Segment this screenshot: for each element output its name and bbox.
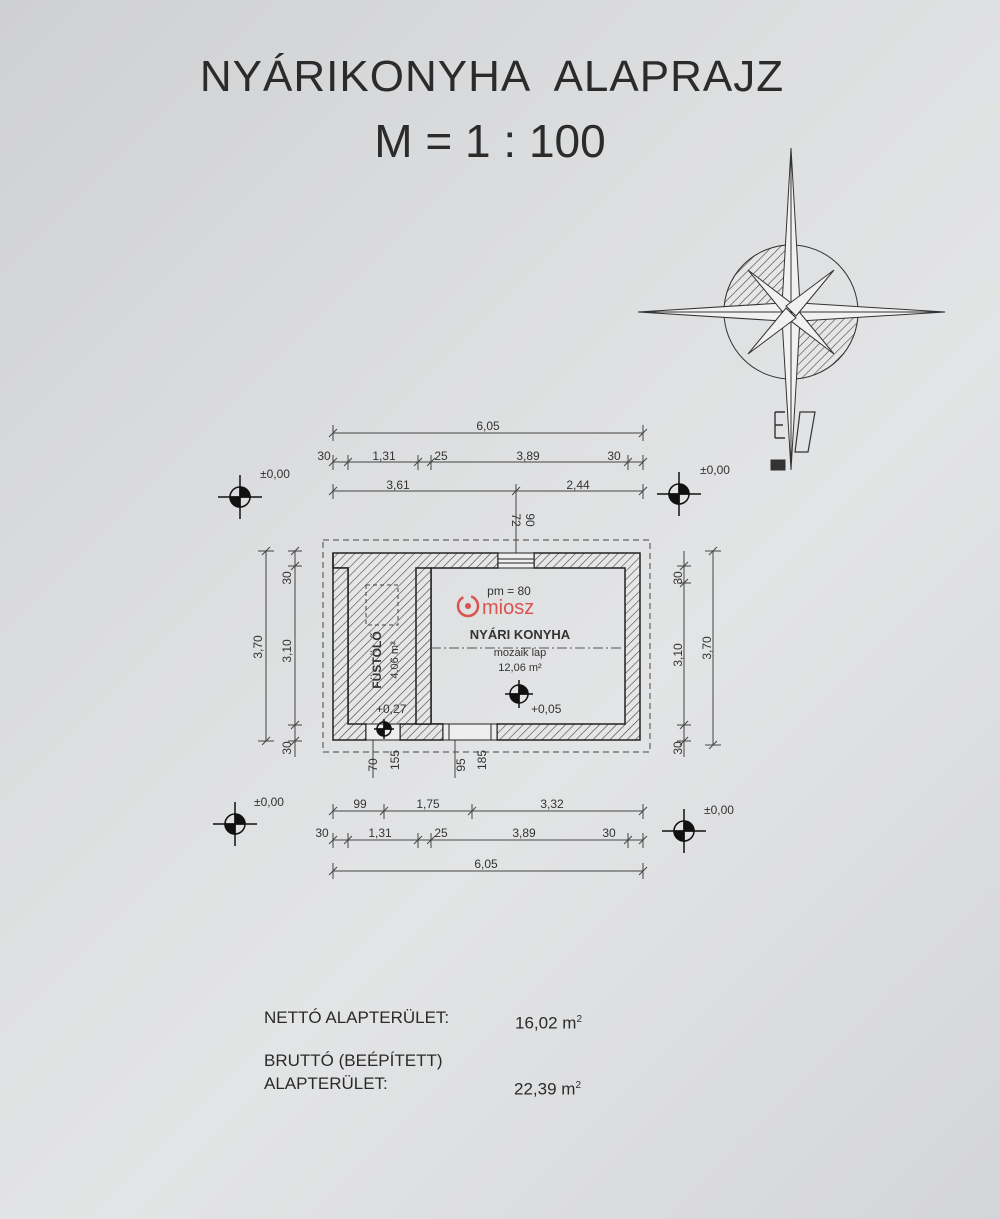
room-labels: FÜSTÖLŐ 4,06 m² pm = 80 NYÁRI KONYHA moz…: [369, 584, 571, 689]
dim-bot-r2-2: 25: [434, 826, 448, 840]
dim-top-r2-0: 3,61: [386, 478, 410, 492]
smoke-room-name: FÜSTÖLŐ: [369, 631, 384, 688]
level-tr: ±0,00: [700, 463, 730, 477]
net-area-label: NETTÓ ALAPTERÜLET:: [264, 1008, 450, 1027]
dim-bot-total: 6,05: [474, 857, 498, 871]
dim-top-r1-0: 30: [317, 449, 331, 463]
level-marker-icon: [218, 475, 262, 519]
kitchen-floor: mozaik lap: [494, 647, 547, 659]
miosz-logo: miosz: [456, 594, 534, 619]
watermark-text: miosz: [482, 597, 534, 619]
dim-window-1: 90: [523, 513, 537, 527]
dim-right-0: 30: [671, 571, 685, 585]
dim-left-2: 30: [280, 741, 294, 755]
dim-door-l-1: 155: [388, 750, 402, 770]
dimension-texts: 6,05 30 1,31 25 3,89 30 3,61 2,44 99 1,7…: [251, 419, 714, 871]
dim-door-l-0: 70: [366, 758, 380, 772]
plan-scale: M = 1 : 100: [374, 115, 606, 167]
dim-left-0: 30: [280, 571, 294, 585]
smoke-room-area: 4,06 m²: [389, 641, 401, 679]
dim-bot-r1-2: 3,32: [540, 797, 564, 811]
dim-bot-r2-3: 3,89: [512, 826, 536, 840]
level-markers: [213, 472, 706, 853]
level-marker-icon: [505, 680, 533, 708]
plan-title: NYÁRIKONYHA ALAPRAJZ: [199, 52, 785, 101]
dim-window-0: 72: [509, 513, 523, 527]
dim-bot-r2-0: 30: [315, 826, 329, 840]
net-area-value: 16,02 m2: [515, 1009, 582, 1035]
net-area-number: 16,02 m: [515, 1013, 577, 1033]
dim-top-total: 6,05: [476, 419, 500, 433]
dim-top-r1-4: 30: [607, 449, 621, 463]
gross-area-value: 22,39 m2: [514, 1075, 581, 1101]
dim-door-r-0: 95: [454, 758, 468, 772]
north-arrow-icon: [637, 147, 946, 471]
kitchen-pm: pm = 80: [487, 584, 531, 598]
level-marker-icon: [662, 809, 706, 853]
net-area-sup: 2: [576, 1014, 582, 1025]
level-marker-icon: [374, 719, 394, 739]
level-smoke: +0,27: [376, 702, 407, 716]
kitchen-area: 12,06 m²: [498, 662, 542, 674]
dim-left-1: 3,10: [280, 639, 294, 663]
dim-bot-r1-0: 99: [353, 797, 367, 811]
dimension-lines: [258, 425, 721, 879]
gross-area-label-2: ALAPTERÜLET:: [264, 1074, 388, 1093]
dim-right-total: 3,70: [700, 636, 714, 660]
dim-top-r1-1: 1,31: [372, 449, 396, 463]
dim-bot-r1-1: 1,75: [416, 797, 440, 811]
dim-top-r1-2: 25: [434, 449, 448, 463]
dim-door-r-1: 185: [475, 750, 489, 770]
level-tl: ±0,00: [260, 467, 290, 481]
gross-area-number: 22,39 m: [514, 1079, 576, 1099]
gross-area-label-1: BRUTTÓ (BEÉPÍTETT): [264, 1051, 443, 1070]
dim-bot-r2-1: 1,31: [368, 826, 392, 840]
level-marker-icon: [213, 802, 257, 846]
kitchen-name: NYÁRI KONYHA: [470, 627, 571, 642]
gross-area-sup: 2: [575, 1080, 581, 1091]
dim-bot-r2-4: 30: [602, 826, 616, 840]
level-marker-icon: [657, 472, 701, 516]
dim-top-r1-3: 3,89: [516, 449, 540, 463]
dim-top-r2-1: 2,44: [566, 478, 590, 492]
level-br: ±0,00: [704, 803, 734, 817]
building-outline: [322, 539, 651, 753]
level-bl: ±0,00: [254, 795, 284, 809]
dim-left-total: 3,70: [251, 635, 265, 659]
level-kitchen: +0,05: [531, 702, 562, 716]
dim-right-1: 3,10: [671, 643, 685, 667]
level-texts: ±0,00 ±0,00 ±0,00 ±0,00 +0,27 +0,05: [254, 463, 734, 817]
dim-right-2: 30: [671, 741, 685, 755]
